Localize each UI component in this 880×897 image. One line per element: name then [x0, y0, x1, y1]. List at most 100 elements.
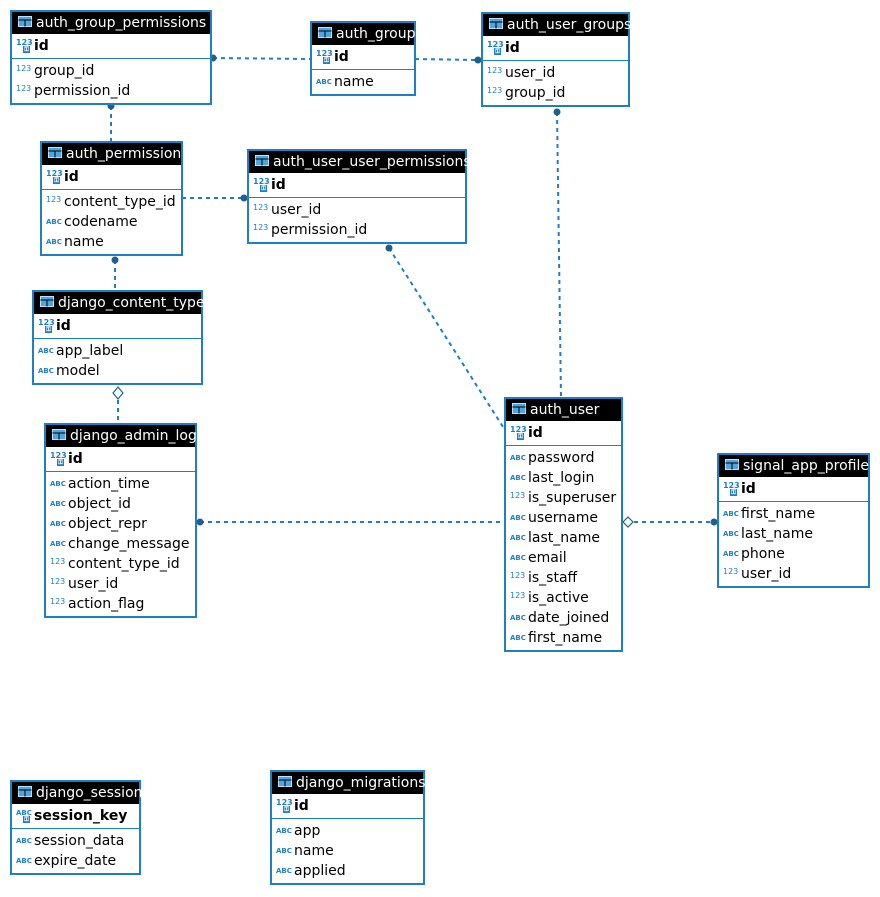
table-header[interactable]: django_migrations: [272, 772, 426, 794]
primary-key-column[interactable]: ABC⚿session_key: [12, 804, 139, 829]
text-type-icon: ABC: [510, 614, 526, 622]
table-header[interactable]: auth_user: [506, 399, 621, 421]
table-header[interactable]: auth_user_groups: [483, 14, 631, 36]
column-name: user_id: [741, 566, 792, 582]
table-header[interactable]: django_content_type: [34, 292, 205, 314]
table-header[interactable]: auth_group_permissions: [12, 12, 210, 34]
table-header[interactable]: auth_group: [312, 23, 415, 45]
primary-key-column[interactable]: 123⚿id: [272, 794, 423, 819]
table-icon: [512, 403, 526, 414]
table-header[interactable]: signal_app_profile: [719, 455, 869, 477]
primary-key-column[interactable]: 123⚿id: [719, 477, 868, 502]
table-header[interactable]: django_session: [12, 782, 143, 804]
table-header[interactable]: django_admin_log: [46, 425, 197, 447]
primary-key-icon: ⚿: [730, 489, 737, 496]
primary-key-column[interactable]: 123⚿id: [12, 34, 210, 59]
table-icon: [255, 155, 269, 166]
numeric-type-icon: 123: [487, 86, 503, 95]
column-name: is_staff: [528, 570, 578, 586]
text-type-icon: ABC: [16, 837, 32, 845]
table-name: signal_app_profile: [743, 458, 869, 474]
text-type-icon: ABC: [510, 634, 526, 642]
column-name: id: [334, 49, 349, 65]
table-name: django_content_type: [58, 295, 205, 311]
numeric-type-icon: 123⚿: [46, 169, 63, 184]
table-icon: [48, 147, 62, 158]
numeric-type-icon: 123: [16, 84, 32, 93]
primary-key-column[interactable]: 123⚿id: [34, 314, 201, 339]
column-name: id: [528, 425, 543, 441]
text-type-icon: ABC: [510, 474, 526, 482]
table-header[interactable]: auth_permission: [42, 143, 181, 165]
text-type-icon: ABC: [510, 514, 526, 522]
primary-key-icon: ⚿: [494, 48, 501, 55]
primary-key-column[interactable]: 123⚿id: [506, 421, 621, 446]
table-header[interactable]: auth_user_user_permissions: [249, 151, 471, 173]
text-type-icon: ABC: [276, 827, 292, 835]
numeric-type-icon: 123: [253, 203, 269, 212]
primary-key-column[interactable]: 123⚿id: [42, 165, 181, 190]
table-name: auth_permission: [66, 146, 182, 162]
primary-key-column[interactable]: 123⚿id: [249, 173, 465, 198]
primary-key-column[interactable]: 123⚿id: [312, 45, 414, 70]
primary-key-column[interactable]: 123⚿id: [46, 447, 195, 472]
numeric-type-icon: 123: [50, 577, 66, 586]
primary-key-column[interactable]: 123⚿id: [483, 36, 628, 61]
link-user-groups-to-auth-user: [556, 111, 562, 399]
table-icon: [18, 786, 32, 797]
table-name: django_admin_log: [70, 428, 197, 444]
